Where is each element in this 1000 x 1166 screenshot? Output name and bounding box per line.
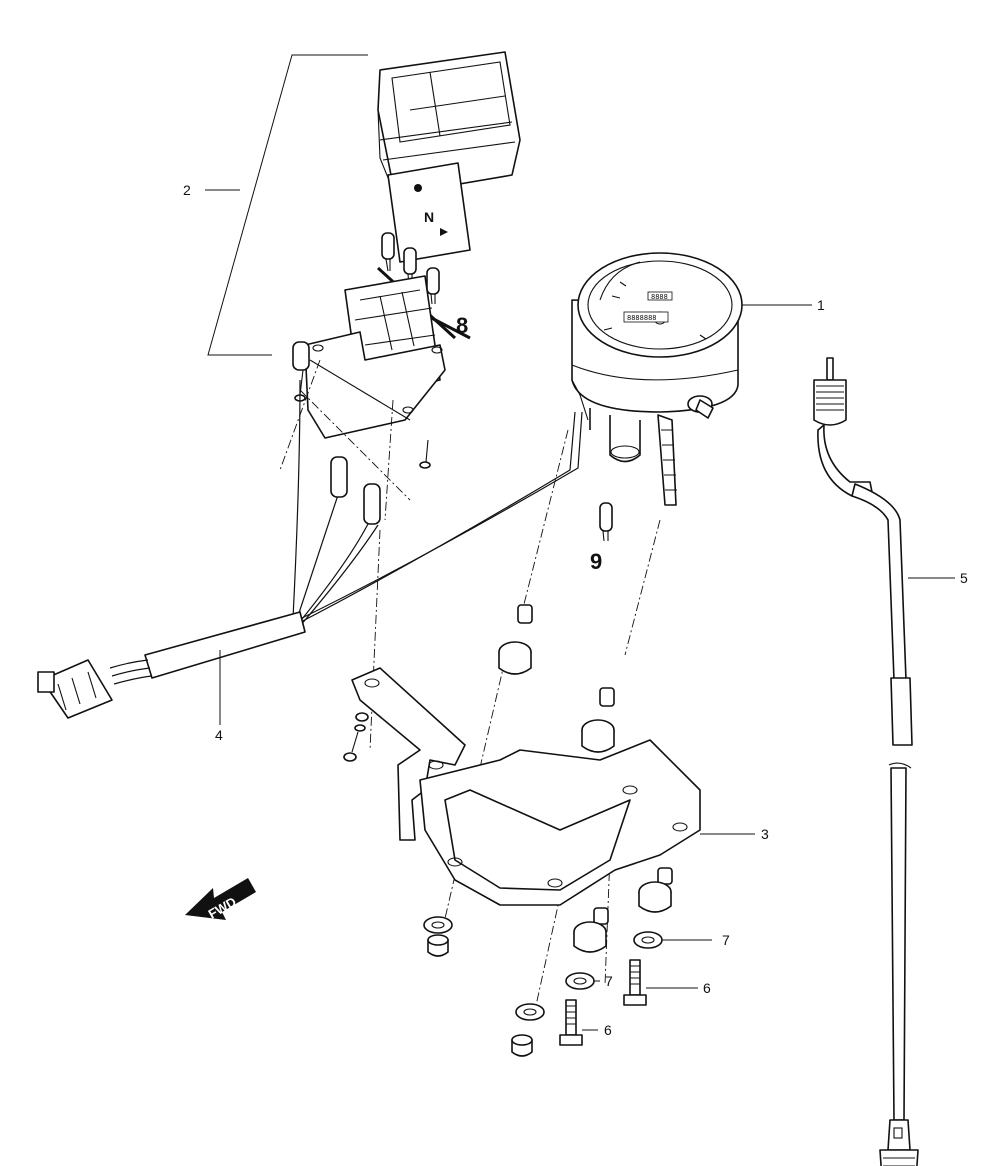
grommet-upper-right <box>581 687 615 753</box>
grommet-lower-center <box>573 907 609 953</box>
callout-3: 3 <box>761 826 769 842</box>
callout-5: 5 <box>960 570 968 586</box>
washer-center <box>565 972 595 990</box>
lamp-socket-base <box>304 275 446 439</box>
washer-right <box>633 931 663 949</box>
callout-2: 2 <box>183 182 191 198</box>
callout-7-upper: 7 <box>722 932 730 948</box>
trip-reset-knob <box>687 395 714 419</box>
bolt-right <box>623 959 647 1006</box>
callout-8: 8 <box>456 313 468 338</box>
svg-text:8888888: 8888888 <box>627 314 657 322</box>
indicator-label-strip: N <box>387 162 471 263</box>
callout-4: 4 <box>215 727 223 743</box>
callout-6-upper: 6 <box>703 980 711 996</box>
callout-1: 1 <box>817 297 825 313</box>
svg-text:8888: 8888 <box>651 293 668 301</box>
grommet-upper-left <box>498 604 533 675</box>
lamp-bulbs <box>381 232 440 305</box>
callout-9: 9 <box>590 549 602 574</box>
callout-6-lower: 6 <box>604 1022 612 1038</box>
speedometer-bulb <box>599 502 613 542</box>
wire-harness <box>37 341 583 719</box>
harness-connector <box>37 659 113 719</box>
speedometer-cable <box>813 357 919 1166</box>
washer-nut-center <box>511 1003 545 1057</box>
bolt-center <box>559 999 583 1046</box>
callout-7-lower: 7 <box>605 973 613 989</box>
indicator-lamp-cover <box>377 51 521 196</box>
fwd-direction-arrow: FWD <box>185 878 256 922</box>
speedometer: 8888 8888888 <box>571 252 743 506</box>
neutral-symbol: N <box>424 209 434 225</box>
grommet-lower-right <box>638 867 673 913</box>
mounting-bracket <box>351 667 701 906</box>
washer-nut-left <box>423 916 453 957</box>
bracket-screw-left <box>343 712 369 762</box>
